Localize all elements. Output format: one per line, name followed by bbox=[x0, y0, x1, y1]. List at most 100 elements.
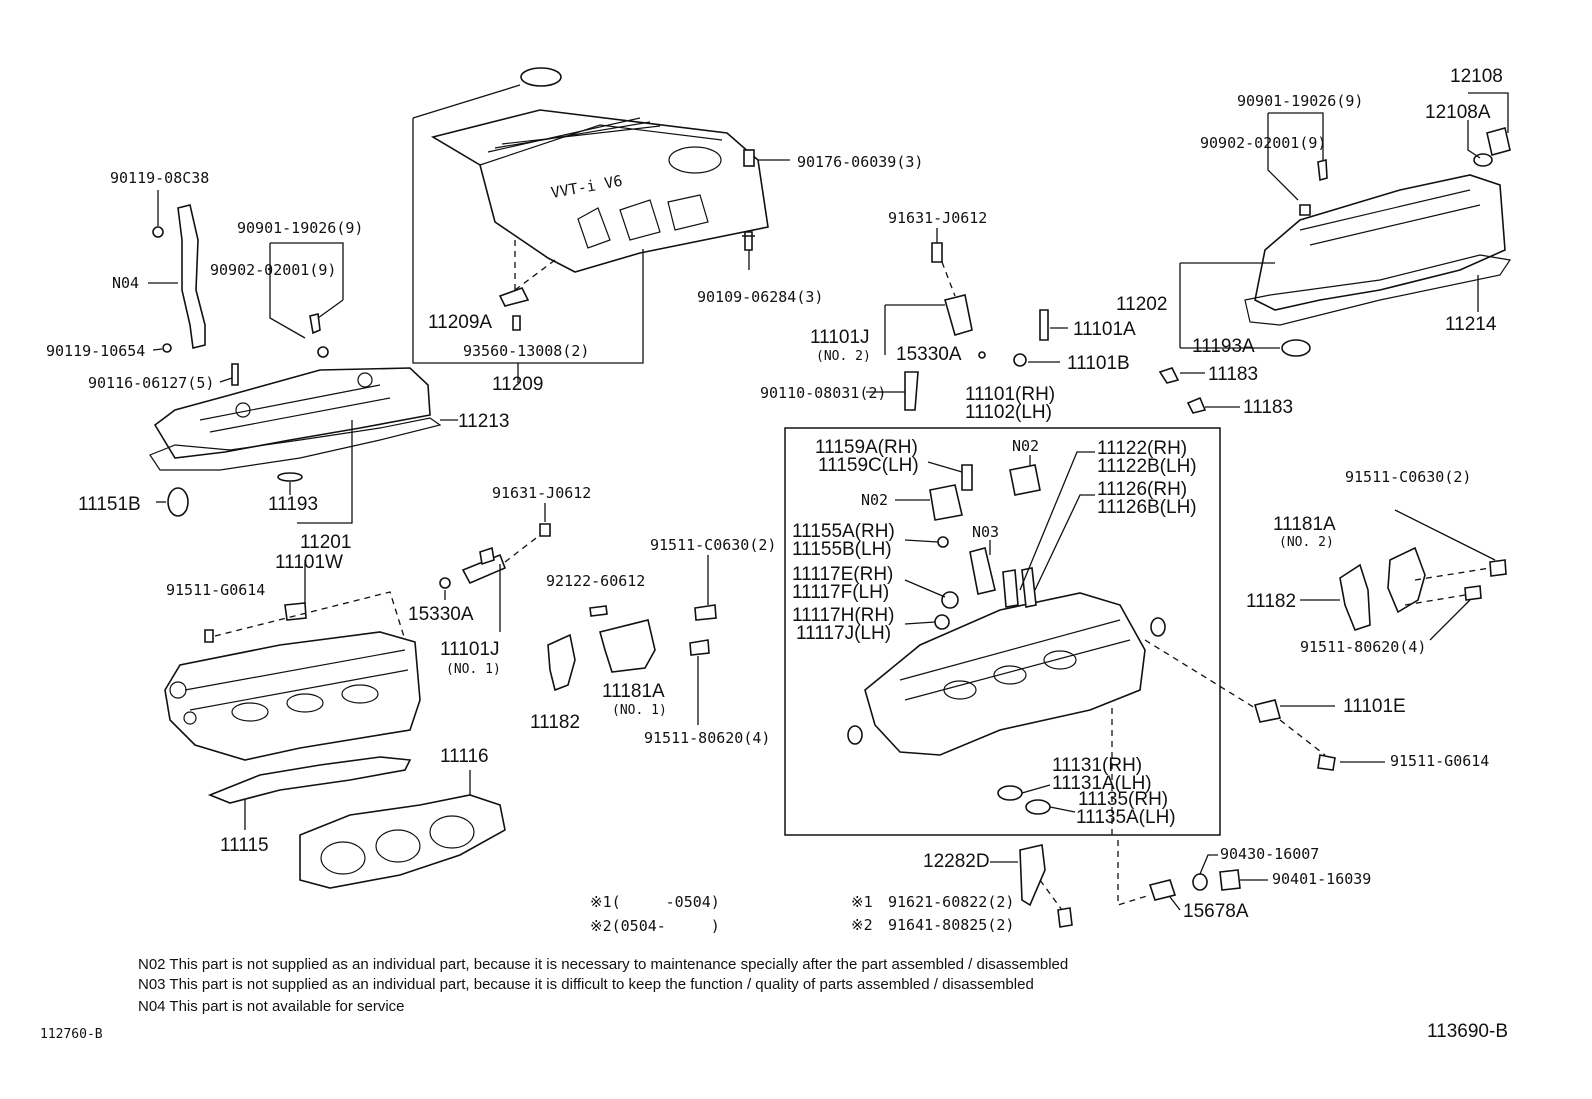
label-90110-08031: 90110-08031(2) bbox=[760, 384, 886, 402]
label-93560-13008: 93560-13008(2) bbox=[463, 342, 589, 360]
label-92122-60612: 92122-60612 bbox=[546, 572, 645, 590]
label-90401-16039: 90401-16039 bbox=[1272, 870, 1371, 888]
label-11213: 11213 bbox=[458, 411, 509, 432]
label-11101a: 11101A bbox=[1073, 319, 1136, 340]
label-11182-left: 11182 bbox=[530, 712, 580, 733]
label-11209a: 11209A bbox=[428, 312, 492, 333]
mark-1: ※1 bbox=[851, 893, 873, 911]
label-11155b: 11155B(LH) bbox=[792, 539, 892, 560]
label-91511-80620-right: 91511-80620(4) bbox=[1300, 638, 1426, 656]
label-11183-lower: 11183 bbox=[1243, 397, 1293, 418]
label-11181a-no2: 11181A bbox=[1273, 514, 1336, 535]
left-ocv-drawing bbox=[439, 523, 551, 589]
label-12108a: 12108A bbox=[1425, 102, 1491, 123]
label-90901-19026-right: 90901-19026(9) bbox=[1237, 92, 1363, 110]
note-n03: N03 This part is not supplied as an indi… bbox=[138, 976, 1034, 993]
label-n02-left: N02 bbox=[861, 491, 888, 509]
label-11209: 11209 bbox=[492, 374, 543, 395]
label-11117j: 11117J(LH) bbox=[796, 623, 891, 644]
label-91511-g0614-left: 91511-G0614 bbox=[166, 581, 265, 599]
right-brackets-drawing bbox=[1339, 546, 1507, 631]
left-head-cover-drawing bbox=[149, 313, 442, 517]
label-91511-80620-mid: 91511-80620(4) bbox=[644, 729, 770, 747]
label-12108: 12108 bbox=[1450, 66, 1503, 87]
label-90176-06039: 90176-06039(3) bbox=[797, 153, 923, 171]
bottom-parts-drawing bbox=[1019, 844, 1241, 928]
label-11181a-no1: 11181A bbox=[602, 681, 665, 702]
label-11135-rh: 11135(RH) bbox=[1078, 789, 1168, 810]
gaskets-drawing bbox=[207, 756, 506, 889]
label-11193a: 11193A bbox=[1192, 336, 1255, 357]
label-90430-16007: 90430-16007 bbox=[1220, 845, 1319, 863]
label-11116: 11116 bbox=[440, 746, 489, 767]
label-90902-02001-left: 90902-02001(9) bbox=[210, 261, 336, 279]
label-15678a: 15678A bbox=[1183, 901, 1249, 922]
label-11101-rh: 11101(RH) bbox=[965, 384, 1055, 405]
label-11131a-lh: 11131A(LH) bbox=[1052, 773, 1152, 794]
note-n02: N02 This part is not supplied as an indi… bbox=[138, 956, 1068, 973]
label-11117e: 11117E(RH) bbox=[792, 564, 893, 585]
label-90109-06284: 90109-06284(3) bbox=[697, 288, 823, 306]
label-90116-06127: 90116-06127(5) bbox=[88, 374, 214, 392]
label-12282d: 12282D bbox=[923, 851, 990, 872]
label-91511-g0614-right: 91511-G0614 bbox=[1390, 752, 1489, 770]
label-11126-rh: 11126(RH) bbox=[1097, 479, 1187, 500]
label-11101j-no1: 11101J bbox=[440, 639, 500, 660]
label-15330a-mid: 15330A bbox=[408, 604, 474, 625]
label-no2-right: (NO. 2) bbox=[1279, 535, 1334, 550]
label-11214: 11214 bbox=[1445, 314, 1497, 335]
label-11101w: 11101W bbox=[275, 552, 343, 573]
label-91621-60822: 91621-60822(2) bbox=[888, 893, 1014, 911]
label-11202: 11202 bbox=[1116, 294, 1167, 315]
label-11117f: 11117F(LH) bbox=[792, 582, 889, 603]
label-91631-j0612-top: 91631-J0612 bbox=[888, 209, 987, 227]
label-11183-upper: 11183 bbox=[1208, 364, 1258, 385]
label-11155a: 11155A(RH) bbox=[792, 521, 895, 542]
engine-cover-drawing: VVT-i V6 bbox=[430, 67, 769, 273]
center-ocv-drawing bbox=[904, 242, 1049, 411]
label-11122b-lh: 11122B(LH) bbox=[1097, 456, 1197, 477]
label-11101j-no2: 11101J bbox=[810, 327, 870, 348]
label-91641-80825: 91641-80825(2) bbox=[888, 916, 1014, 934]
label-n03: N03 bbox=[972, 523, 999, 541]
label-90902-02001-right: 90902-02001(9) bbox=[1200, 134, 1326, 152]
label-11182-right: 11182 bbox=[1246, 591, 1296, 612]
cylinder-head-box bbox=[784, 427, 1221, 836]
label-90901-19026-left: 90901-19026(9) bbox=[237, 219, 363, 237]
label-11126b-lh: 11126B(LH) bbox=[1097, 497, 1197, 518]
label-91511-c0630-right: 91511-C0630(2) bbox=[1345, 468, 1471, 486]
label-11117h: 11117H(RH) bbox=[792, 605, 894, 626]
right-head-cover-drawing bbox=[1158, 127, 1512, 414]
label-11151b: 11151B bbox=[78, 494, 141, 515]
label-15330a-top: 15330A bbox=[896, 344, 962, 365]
label-91631-j0612-mid: 91631-J0612 bbox=[492, 484, 591, 502]
label-11159c: 11159C(LH) bbox=[818, 455, 919, 476]
label-no1-mid: (NO. 1) bbox=[612, 703, 667, 718]
label-11135a-lh: 11135A(LH) bbox=[1076, 807, 1176, 828]
bracket-n04-drawing bbox=[152, 204, 206, 353]
label-11102-lh: 11102(LH) bbox=[965, 402, 1052, 423]
note-n04: N04 This part is not available for servi… bbox=[138, 998, 405, 1015]
label-11201: 11201 bbox=[300, 532, 351, 553]
label-91511-c0630-mid: 91511-C0630(2) bbox=[650, 536, 776, 554]
label-n04: N04 bbox=[112, 274, 139, 292]
label-n02-right: N02 bbox=[1012, 437, 1039, 455]
label-no2-left: (NO. 2) bbox=[816, 349, 871, 364]
label-11193: 11193 bbox=[268, 494, 318, 515]
label-11122-rh: 11122(RH) bbox=[1097, 438, 1187, 459]
footer-right-code: 113690-B bbox=[1427, 1021, 1508, 1042]
mark-2: ※2 bbox=[851, 916, 873, 934]
center-brackets-drawing bbox=[547, 604, 717, 692]
label-90119-10654: 90119-10654 bbox=[46, 342, 145, 360]
label-11131-rh: 11131(RH) bbox=[1052, 755, 1142, 776]
label-11101e: 11101E bbox=[1343, 696, 1406, 717]
legend-1: ※1( -0504) bbox=[590, 893, 720, 911]
right-ocv-drawing bbox=[1253, 699, 1336, 771]
legend-2: ※2(0504- ) bbox=[590, 917, 720, 935]
label-no1-left: (NO. 1) bbox=[446, 662, 501, 677]
label-11101b: 11101B bbox=[1067, 353, 1130, 374]
label-90119-08c38: 90119-08C38 bbox=[110, 169, 209, 187]
label-11159a: 11159A(RH) bbox=[815, 437, 918, 458]
label-11115: 11115 bbox=[220, 835, 269, 856]
